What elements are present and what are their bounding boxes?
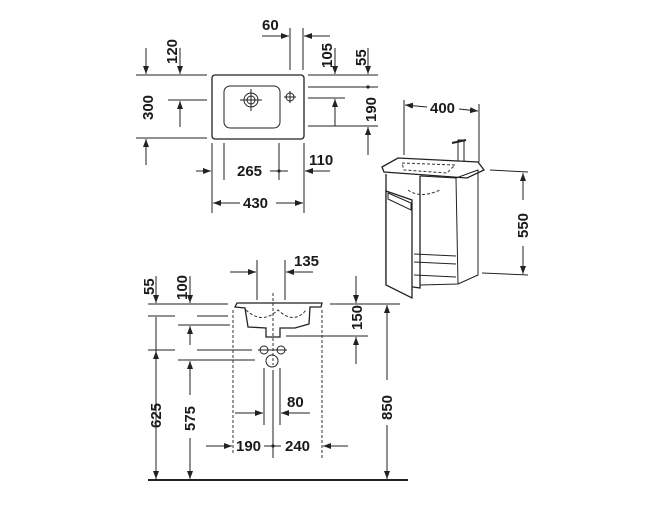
basin-profile [233,302,323,338]
dim-80: 80 [287,394,304,411]
front-view: 55 625 100 575 135 150 850 80 [141,253,408,481]
dim-300: 300 [140,95,157,120]
basin-outline [211,74,305,140]
dim-400: 400 [430,100,455,117]
dim-265: 265 [237,163,262,180]
dim-190-top: 190 [363,97,380,122]
bowl-outline [223,85,281,129]
dim-120: 120 [164,39,181,64]
dim-105: 105 [319,43,336,68]
dim-575: 575 [182,406,199,431]
dim-55-top: 55 [353,49,370,66]
cabinet-view: 400 550 [381,100,532,300]
dim-135: 135 [294,253,319,270]
dim-550: 550 [515,213,532,238]
top-view: 300 120 60 105 55 190 265 [136,17,380,213]
dim-430: 430 [243,195,268,212]
dim-55-front: 55 [141,278,158,295]
dim-150: 150 [349,305,366,330]
dim-850: 850 [379,395,396,420]
dim-100: 100 [174,275,191,300]
dim-190-front: 190 [236,438,261,455]
cabinet-door [385,190,413,300]
dim-625: 625 [148,403,165,428]
dim-110: 110 [309,152,333,169]
dim-240: 240 [285,438,310,455]
dim-60: 60 [262,17,279,34]
waste-outlet [265,354,279,368]
